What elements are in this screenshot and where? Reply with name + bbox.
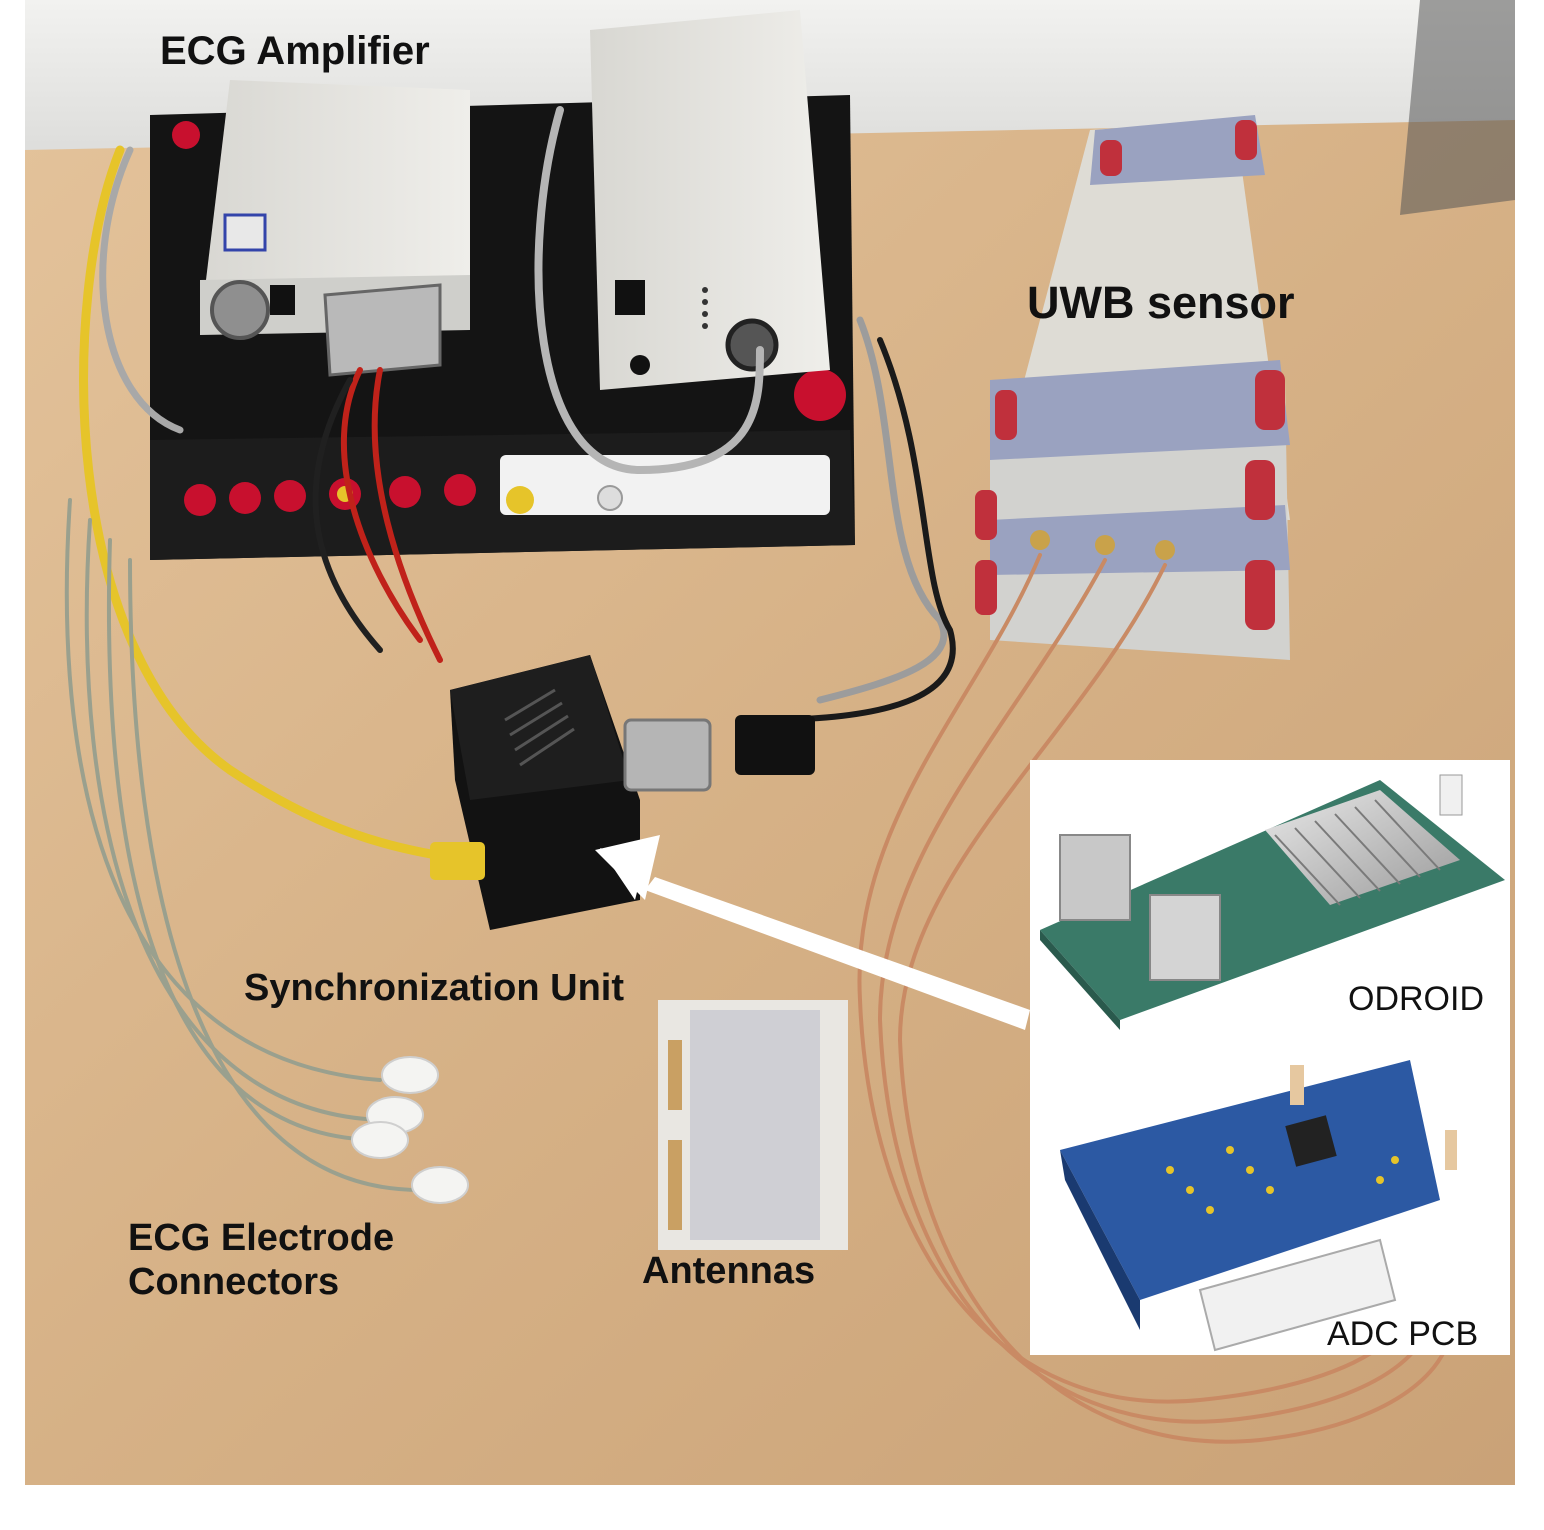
- uwb-sensor-device: [975, 115, 1290, 660]
- electrode-lead-3: [106, 538, 382, 1142]
- odroid-board-image: [1040, 774, 1505, 1030]
- label-ecg-amplifier: ECG Amplifier: [160, 29, 430, 73]
- label-ecg-electrode-line1: ECG Electrode: [128, 1217, 395, 1259]
- ecg-amplifier-device: [200, 80, 470, 377]
- grey-cable-adc: [534, 106, 764, 475]
- black-cable-ecg: [312, 377, 383, 653]
- grey-cable-left: [99, 146, 184, 434]
- grey-cable-right: [816, 316, 948, 704]
- electrode-lead-1: [64, 498, 382, 1082]
- label-odroid: ODROID: [1348, 980, 1484, 1018]
- wall-shadow: [1400, 0, 1515, 215]
- ecg-electrode-connectors: [351, 1056, 469, 1204]
- black-cable-right: [757, 337, 956, 723]
- adc-pcb-image: [1060, 1060, 1457, 1352]
- antennas-device: [658, 1000, 848, 1250]
- label-adc-pcb: ADC PCB: [1327, 1315, 1479, 1353]
- label-synchronization-unit: Synchronization Unit: [244, 967, 624, 1009]
- cables: [64, 106, 1453, 1444]
- copper-coax-2: [877, 558, 1433, 1424]
- adc-device-box: [590, 10, 830, 390]
- white-arrow: [595, 835, 1030, 1030]
- red-cable-2: [371, 367, 443, 663]
- label-uwb-sensor: UWB sensor: [1027, 277, 1295, 328]
- label-ecg-electrode-line2: Connectors: [128, 1260, 340, 1303]
- red-cable-1: [340, 367, 423, 643]
- synchronization-unit-device: [430, 655, 815, 930]
- label-antennas: Antennas: [642, 1250, 816, 1292]
- electrode-lead-4: [128, 558, 422, 1192]
- electrode-lead-2: [84, 518, 382, 1122]
- label-ecg-electrode-connectors: ECG Electrode Connectors: [128, 1217, 394, 1304]
- yellow-ethernet-cable: [79, 145, 475, 865]
- copper-coax-3: [897, 563, 1453, 1444]
